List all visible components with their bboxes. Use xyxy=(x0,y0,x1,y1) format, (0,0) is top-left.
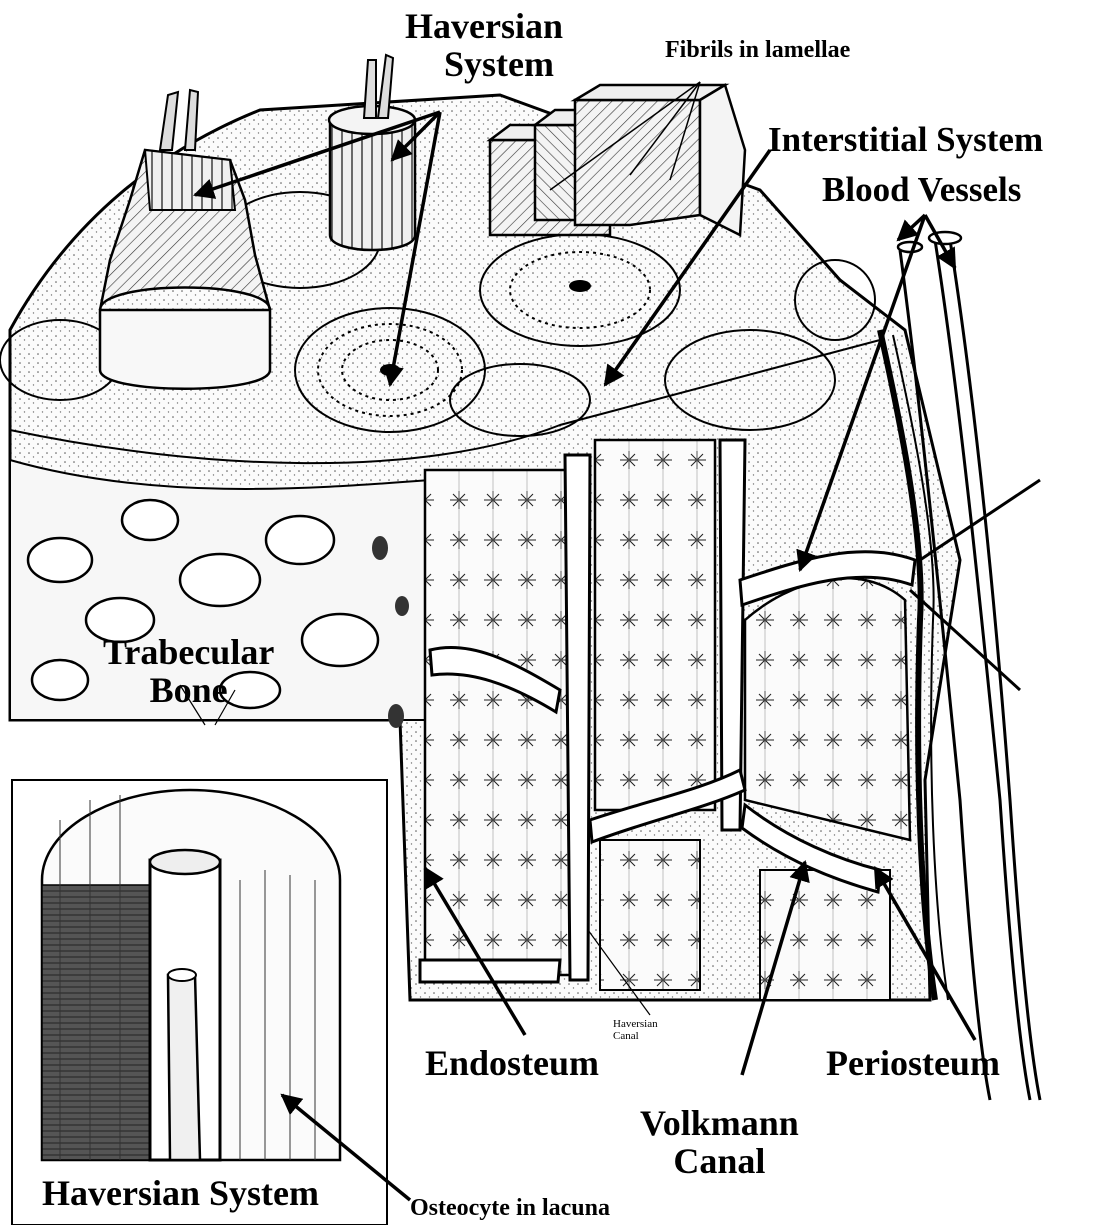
label-volkmann-line1: Volkmann xyxy=(640,1105,799,1143)
label-periosteum: Periosteum xyxy=(826,1045,1000,1083)
inset-panel xyxy=(12,780,387,1225)
label-osteocyte-in-lacuna: Osteocyte in lacuna xyxy=(410,1196,610,1221)
label-trabecular-line2: Bone xyxy=(103,672,274,710)
label-haversian-canal: Haversian Canal xyxy=(613,1018,658,1042)
label-haversian-canal-line2: Canal xyxy=(613,1030,658,1042)
label-endosteum: Endosteum xyxy=(425,1045,599,1083)
label-haversian-canal-line1: Haversian xyxy=(613,1018,658,1030)
label-volkmann-line2: Canal xyxy=(640,1143,799,1181)
label-trabecular-bone: Trabecular Bone xyxy=(103,634,274,710)
vessel-opening xyxy=(898,242,922,252)
haversian-canal-opening xyxy=(569,280,591,292)
label-volkmann-canal: Volkmann Canal xyxy=(640,1105,799,1181)
label-blood-vessels: Blood Vessels xyxy=(822,172,1021,209)
haversian-canal-opening xyxy=(380,364,400,376)
haversian-cylinder-small xyxy=(329,55,415,250)
label-haversian-line1: Haversian xyxy=(405,8,563,46)
label-fibrils-in-lamellae: Fibrils in lamellae xyxy=(665,38,850,63)
label-trabecular-line1: Trabecular xyxy=(103,634,274,672)
label-haversian-system: Haversian System xyxy=(405,8,563,84)
label-inset-haversian-system: Haversian System xyxy=(42,1175,319,1213)
label-haversian-line2: System xyxy=(405,46,563,84)
label-interstitial-system: Interstitial System xyxy=(768,122,1043,159)
